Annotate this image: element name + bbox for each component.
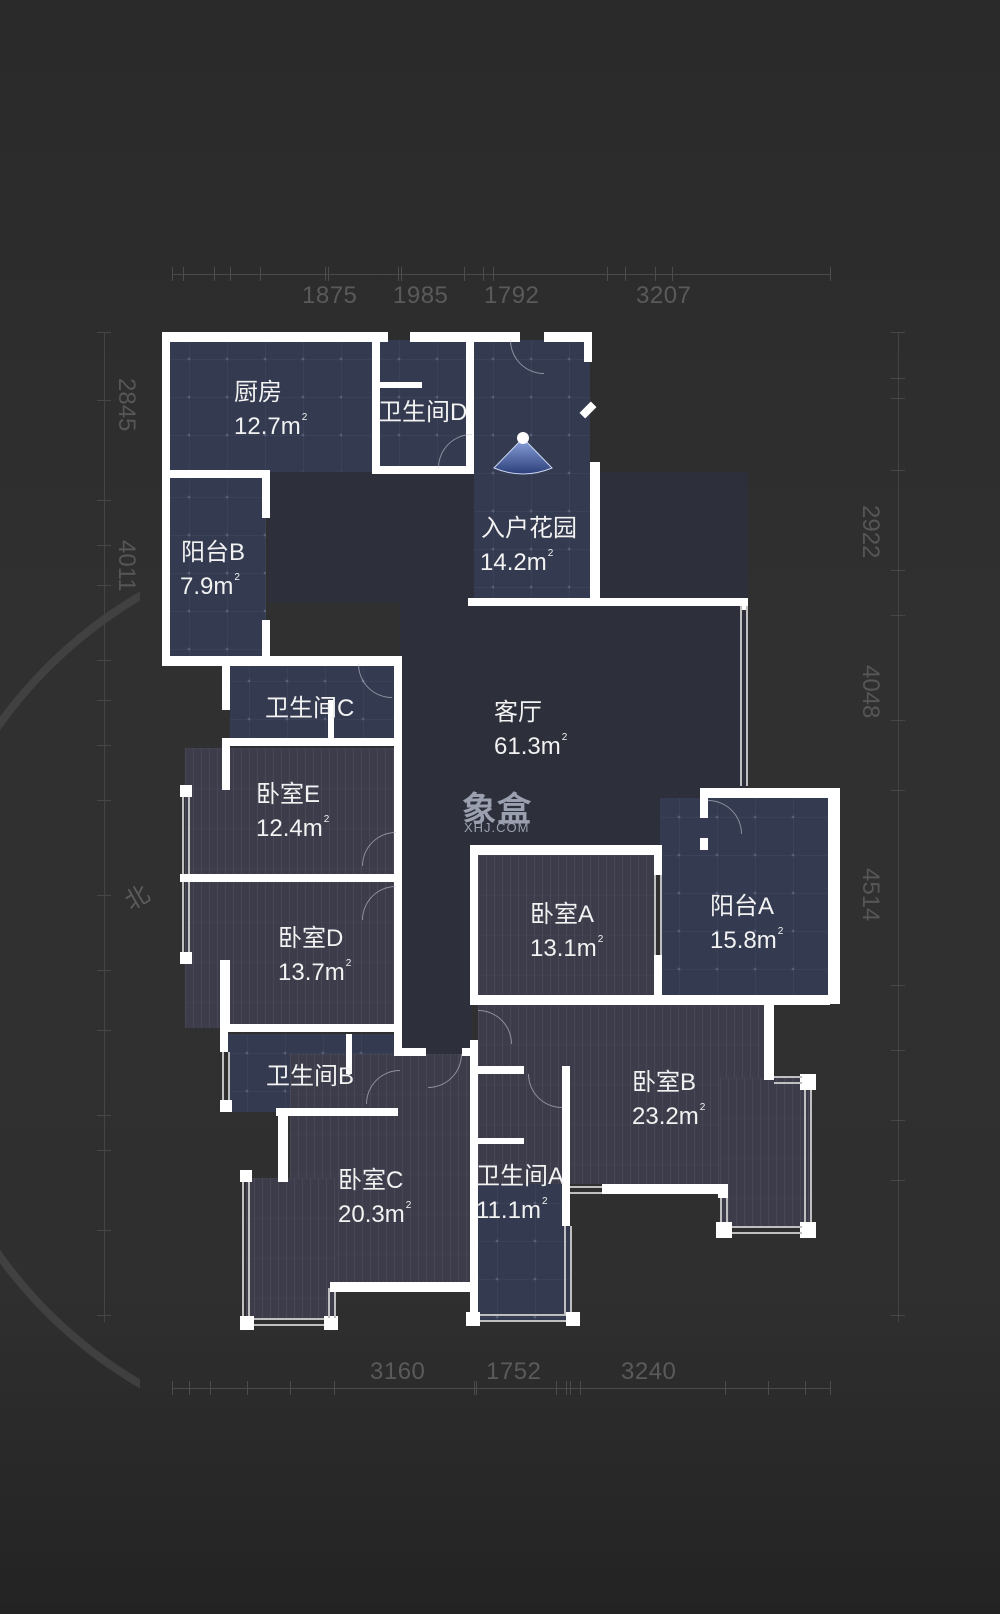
room-bedroom-a[interactable] [478, 855, 656, 997]
label-bathroom-a-area: 11.1m2 [476, 1196, 548, 1224]
label-bathroom-a-name: 卫生间A [476, 1163, 565, 1190]
dim-top-4: 3207 [636, 282, 692, 309]
label-living-room-area: 61.3m2 [494, 732, 568, 760]
dim-bottom-1: 3160 [370, 1358, 426, 1385]
label-bedroom-b-name: 卧室B [632, 1069, 697, 1096]
dim-right-1: 2922 [857, 505, 884, 559]
label-bedroom-a-area: 13.1m2 [530, 934, 604, 962]
room-bedroom-c-bay [246, 1178, 336, 1320]
label-balcony-a-area: 15.8m2 [710, 926, 784, 954]
dim-left-1: 2845 [113, 378, 140, 432]
label-bedroom-b-area: 23.2m2 [632, 1102, 706, 1130]
room-bathroom-d[interactable] [380, 340, 472, 472]
watermark-logo-en: XHJ.COM [464, 820, 530, 835]
camera-view-icon[interactable] [488, 430, 558, 480]
label-bedroom-d-name: 卧室D [278, 925, 344, 952]
watermark-logo-cn: 象盒 [462, 791, 532, 829]
room-bedroom-b[interactable] [478, 1004, 768, 1184]
label-balcony-b-area: 7.9m2 [180, 572, 240, 600]
dim-right-3: 4514 [857, 868, 884, 922]
label-bathroom-c-name: 卫生间C [265, 695, 355, 722]
label-bedroom-e-area: 12.4m2 [256, 814, 330, 842]
dim-top-1: 1875 [302, 282, 358, 309]
label-balcony-a-name: 阳台A [710, 893, 775, 920]
room-balcony-b[interactable] [170, 478, 266, 656]
label-entry-garden-area: 14.2m2 [480, 548, 554, 576]
dim-top-3: 1792 [484, 282, 540, 309]
dim-top-2: 1985 [393, 282, 449, 309]
label-bedroom-c-name: 卧室C [338, 1167, 404, 1194]
label-bathroom-d-name: 卫生间D [378, 399, 468, 426]
label-living-room-name: 客厅 [494, 699, 542, 726]
label-balcony-b-name: 阳台B [181, 539, 246, 566]
room-balcony-a[interactable] [660, 798, 830, 998]
label-kitchen-name: 厨房 [234, 379, 282, 406]
dim-bottom-2: 1752 [486, 1358, 542, 1385]
dim-bottom-3: 3240 [621, 1358, 677, 1385]
label-bedroom-d-area: 13.7m2 [278, 958, 352, 986]
room-bedroom-b-bay [720, 1078, 812, 1228]
label-kitchen-area: 12.7m2 [234, 412, 308, 440]
label-bathroom-b-name: 卫生间B [266, 1063, 355, 1090]
dim-right-2: 4048 [857, 665, 884, 719]
room-bedroom-e[interactable] [185, 748, 398, 878]
label-bedroom-c-area: 20.3m2 [338, 1200, 412, 1228]
label-bedroom-a-name: 卧室A [530, 901, 595, 928]
room-bedroom-d[interactable] [185, 882, 398, 1028]
label-bedroom-e-name: 卧室E [256, 781, 321, 808]
label-entry-garden-name: 入户花园 [481, 515, 577, 542]
corridor-floor [400, 845, 472, 1055]
room-kitchen[interactable] [170, 340, 377, 472]
dim-left-2: 4011 [113, 540, 140, 592]
